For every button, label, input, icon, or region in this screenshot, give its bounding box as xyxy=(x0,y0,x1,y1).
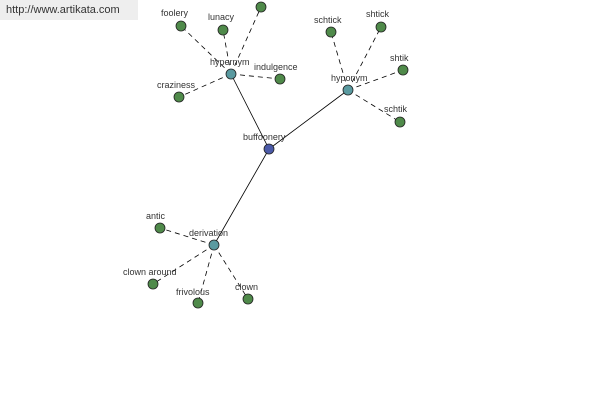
edge-rel-derivation-w-antic xyxy=(159,227,215,246)
node-w-shtik[interactable] xyxy=(397,64,409,76)
node-rel-hyponym[interactable] xyxy=(342,84,354,96)
node-w-antic[interactable] xyxy=(154,222,166,234)
label-w-shtick: shtick xyxy=(366,9,390,19)
node-w-clown-around[interactable] xyxy=(147,278,159,290)
label-w-shtik: shtik xyxy=(390,53,409,63)
edge-rel-hypernym-w-craziness xyxy=(178,73,232,98)
labels-layer: buffoonery hypernym hyponym derivation foole… xyxy=(123,8,409,297)
edges-layer xyxy=(152,6,404,304)
edge-rel-derivation-w-frivolous xyxy=(197,244,215,304)
node-rel-derivation[interactable] xyxy=(208,239,220,251)
edge-rel-derivation-w-clown-around xyxy=(152,244,215,285)
node-w-craziness[interactable] xyxy=(173,91,185,103)
node-w-indulgence[interactable] xyxy=(274,73,286,85)
label-rel-derivation: derivation xyxy=(189,228,228,238)
label-w-foolery: foolery xyxy=(161,8,189,18)
edge-rel-hypernym-w-indulgence xyxy=(230,73,281,80)
edge-rel-hypernym-w-lunacy xyxy=(222,29,232,75)
edge-center-rel-derivation xyxy=(213,148,270,246)
label-w-clown-around: clown around xyxy=(123,267,177,277)
nodes-layer xyxy=(147,1,409,309)
label-w-antic: antic xyxy=(146,211,166,221)
node-w-lunacy[interactable] xyxy=(217,24,229,36)
label-w-schtik: schtik xyxy=(384,104,408,114)
label-rel-hypernym: hypernym xyxy=(210,57,250,67)
edge-center-rel-hyponym xyxy=(268,89,349,150)
edge-rel-hyponym-w-schtik xyxy=(347,89,401,123)
edge-rel-hyponym-w-shtik xyxy=(347,69,404,91)
node-rel-hypernym[interactable] xyxy=(225,68,237,80)
node-center[interactable] xyxy=(263,143,275,155)
node-w-frivolous[interactable] xyxy=(192,297,204,309)
node-w-unlabeled[interactable] xyxy=(255,1,267,13)
node-w-schtick[interactable] xyxy=(325,26,337,38)
label-w-clown: clown xyxy=(235,282,258,292)
node-w-foolery[interactable] xyxy=(175,20,187,32)
node-w-clown[interactable] xyxy=(242,293,254,305)
label-w-frivolous: frivolous xyxy=(176,287,210,297)
edge-rel-hyponym-w-schtick xyxy=(330,31,349,91)
label-rel-hyponym: hyponym xyxy=(331,73,368,83)
edge-center-rel-hypernym xyxy=(230,73,270,150)
watermark-url: http://www.artikata.com xyxy=(0,0,138,20)
label-center: buffoonery xyxy=(243,132,286,142)
node-w-shtick[interactable] xyxy=(375,21,387,33)
edge-rel-hyponym-w-shtick xyxy=(347,26,382,91)
edge-rel-hypernym-w-foolery xyxy=(180,25,232,75)
label-w-schtick: schtick xyxy=(314,15,342,25)
edge-rel-hypernym-w-unlabeled xyxy=(230,6,262,75)
node-w-schtik[interactable] xyxy=(394,116,406,128)
label-w-indulgence: indulgence xyxy=(254,62,298,72)
label-w-lunacy: lunacy xyxy=(208,12,235,22)
label-w-craziness: craziness xyxy=(157,80,196,90)
edge-rel-derivation-w-clown xyxy=(213,244,249,300)
